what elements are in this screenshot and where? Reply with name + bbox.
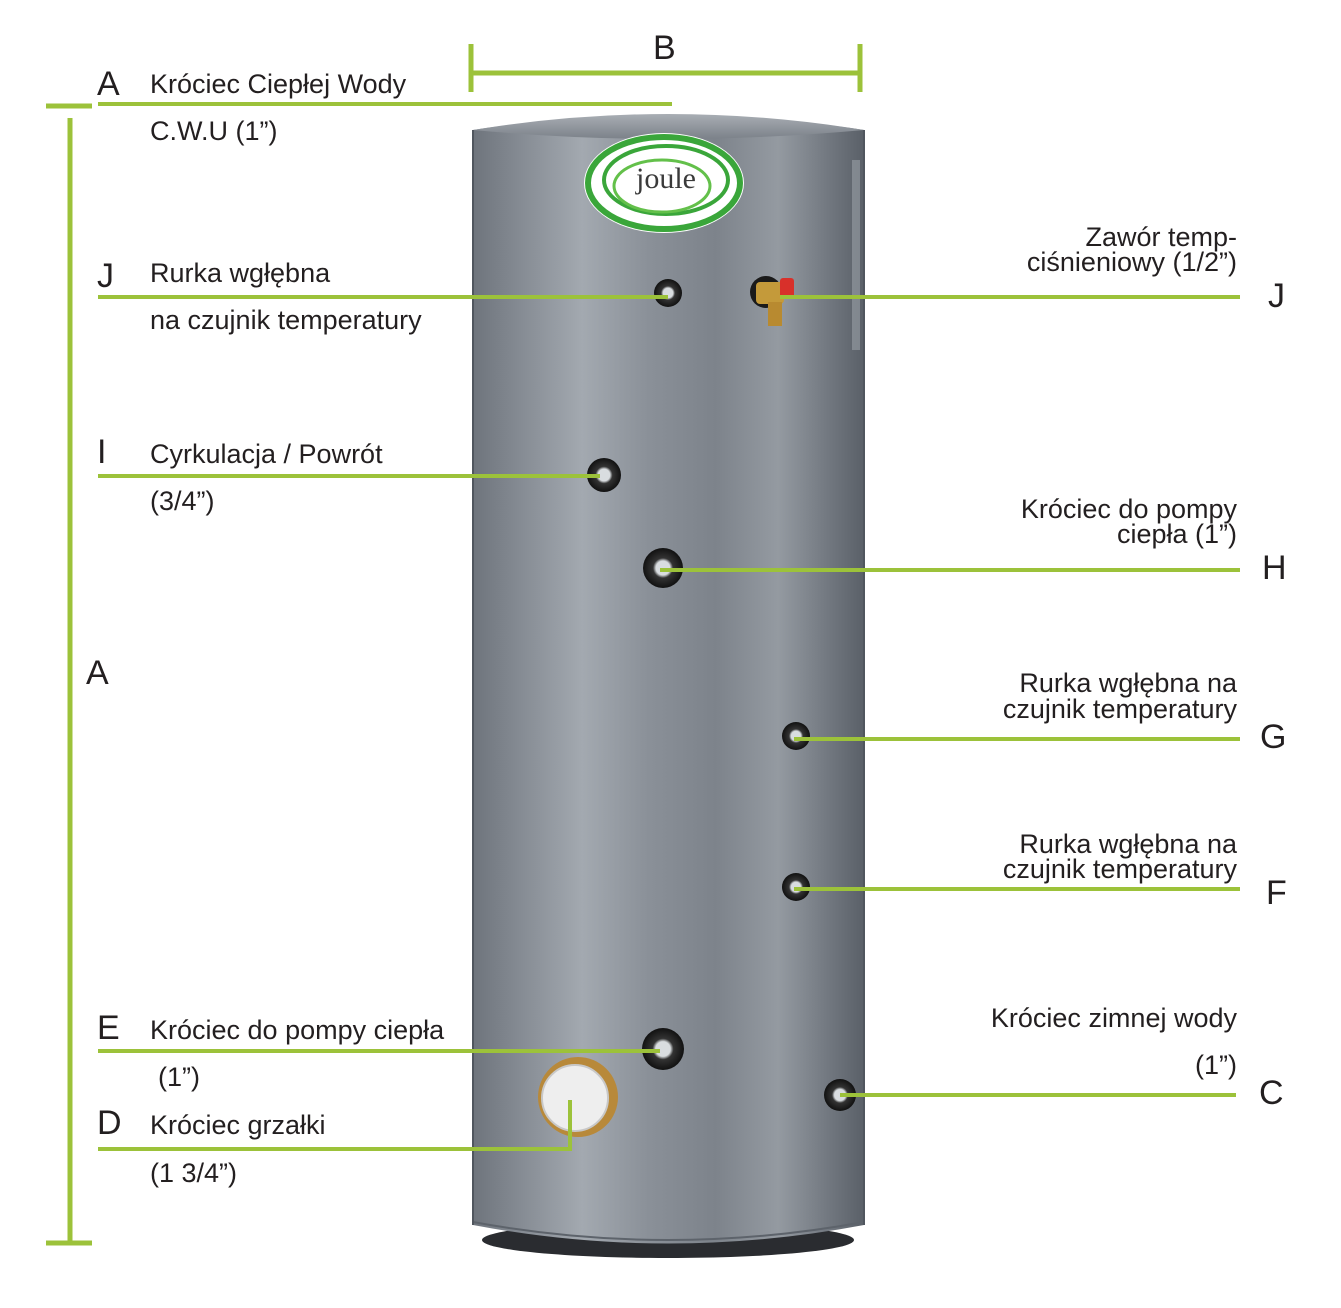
callout-e-letter: E: [97, 1009, 120, 1047]
callout-e-line2: (1”): [158, 1062, 200, 1092]
callout-f-line1: Rurka wgłębna na: [1019, 829, 1237, 859]
callout-g-line1: Rurka wgłębna na: [1019, 668, 1237, 698]
callout-h-line1: Króciec do pompy: [1020, 494, 1237, 524]
port-i: [587, 458, 621, 492]
callout-d-letter: D: [97, 1104, 122, 1142]
callout-a-letter: A: [97, 65, 120, 103]
callout-d-line2: (1 3/4”): [150, 1158, 238, 1188]
port-g: [782, 722, 810, 750]
port-j-sensor: [654, 279, 682, 307]
callout-d-line1: Króciec grzałki: [150, 1110, 326, 1140]
callout-e-line1: Króciec do pompy ciepła: [150, 1015, 445, 1045]
pressure-valve: [750, 276, 794, 326]
callout-c-line1: Króciec zimnej wody: [990, 1003, 1237, 1033]
callout-a-line1: Króciec Ciepłej Wody: [150, 69, 407, 99]
callout-g-line2: czujnik temperatury: [1002, 694, 1237, 724]
callout-j-right-line2: ciśnieniowy (1/2”): [1026, 247, 1237, 277]
callout-c-letter: C: [1259, 1074, 1284, 1112]
callout-h-line2: ciepła (1”): [1116, 519, 1237, 549]
callout-a-line2: C.W.U (1”): [150, 116, 278, 146]
callout-f-line2: czujnik temperatury: [1002, 854, 1237, 884]
logo-text: joule: [635, 162, 696, 195]
callout-j-right-letter: J: [1268, 277, 1285, 315]
callout-g-letter: G: [1260, 718, 1287, 756]
callout-c-line2: (1”): [1195, 1050, 1237, 1080]
callout-h-letter: H: [1262, 549, 1287, 587]
dimension-b-letter: B: [653, 29, 676, 67]
callout-f-letter: F: [1266, 874, 1287, 912]
port-e: [642, 1028, 684, 1070]
dimension-lines: [46, 44, 863, 1246]
callout-j-left-line1: Rurka wgłębna: [150, 258, 331, 288]
joule-logo: joule: [584, 133, 744, 233]
callout-i-line2: (3/4”): [150, 486, 215, 516]
callout-j-right-line1: Zawór temp-: [1085, 222, 1237, 252]
callout-j-left-line2: na czujnik temperatury: [150, 305, 422, 335]
tank: [472, 114, 865, 1258]
callout-i-letter: I: [97, 433, 107, 471]
leader-lines: [98, 102, 1240, 1151]
heater-element: [538, 1057, 618, 1137]
callout-i-line1: Cyrkulacja / Powrót: [150, 439, 383, 469]
dimension-a-letter: A: [86, 654, 109, 692]
callout-j-left-letter: J: [97, 257, 114, 295]
